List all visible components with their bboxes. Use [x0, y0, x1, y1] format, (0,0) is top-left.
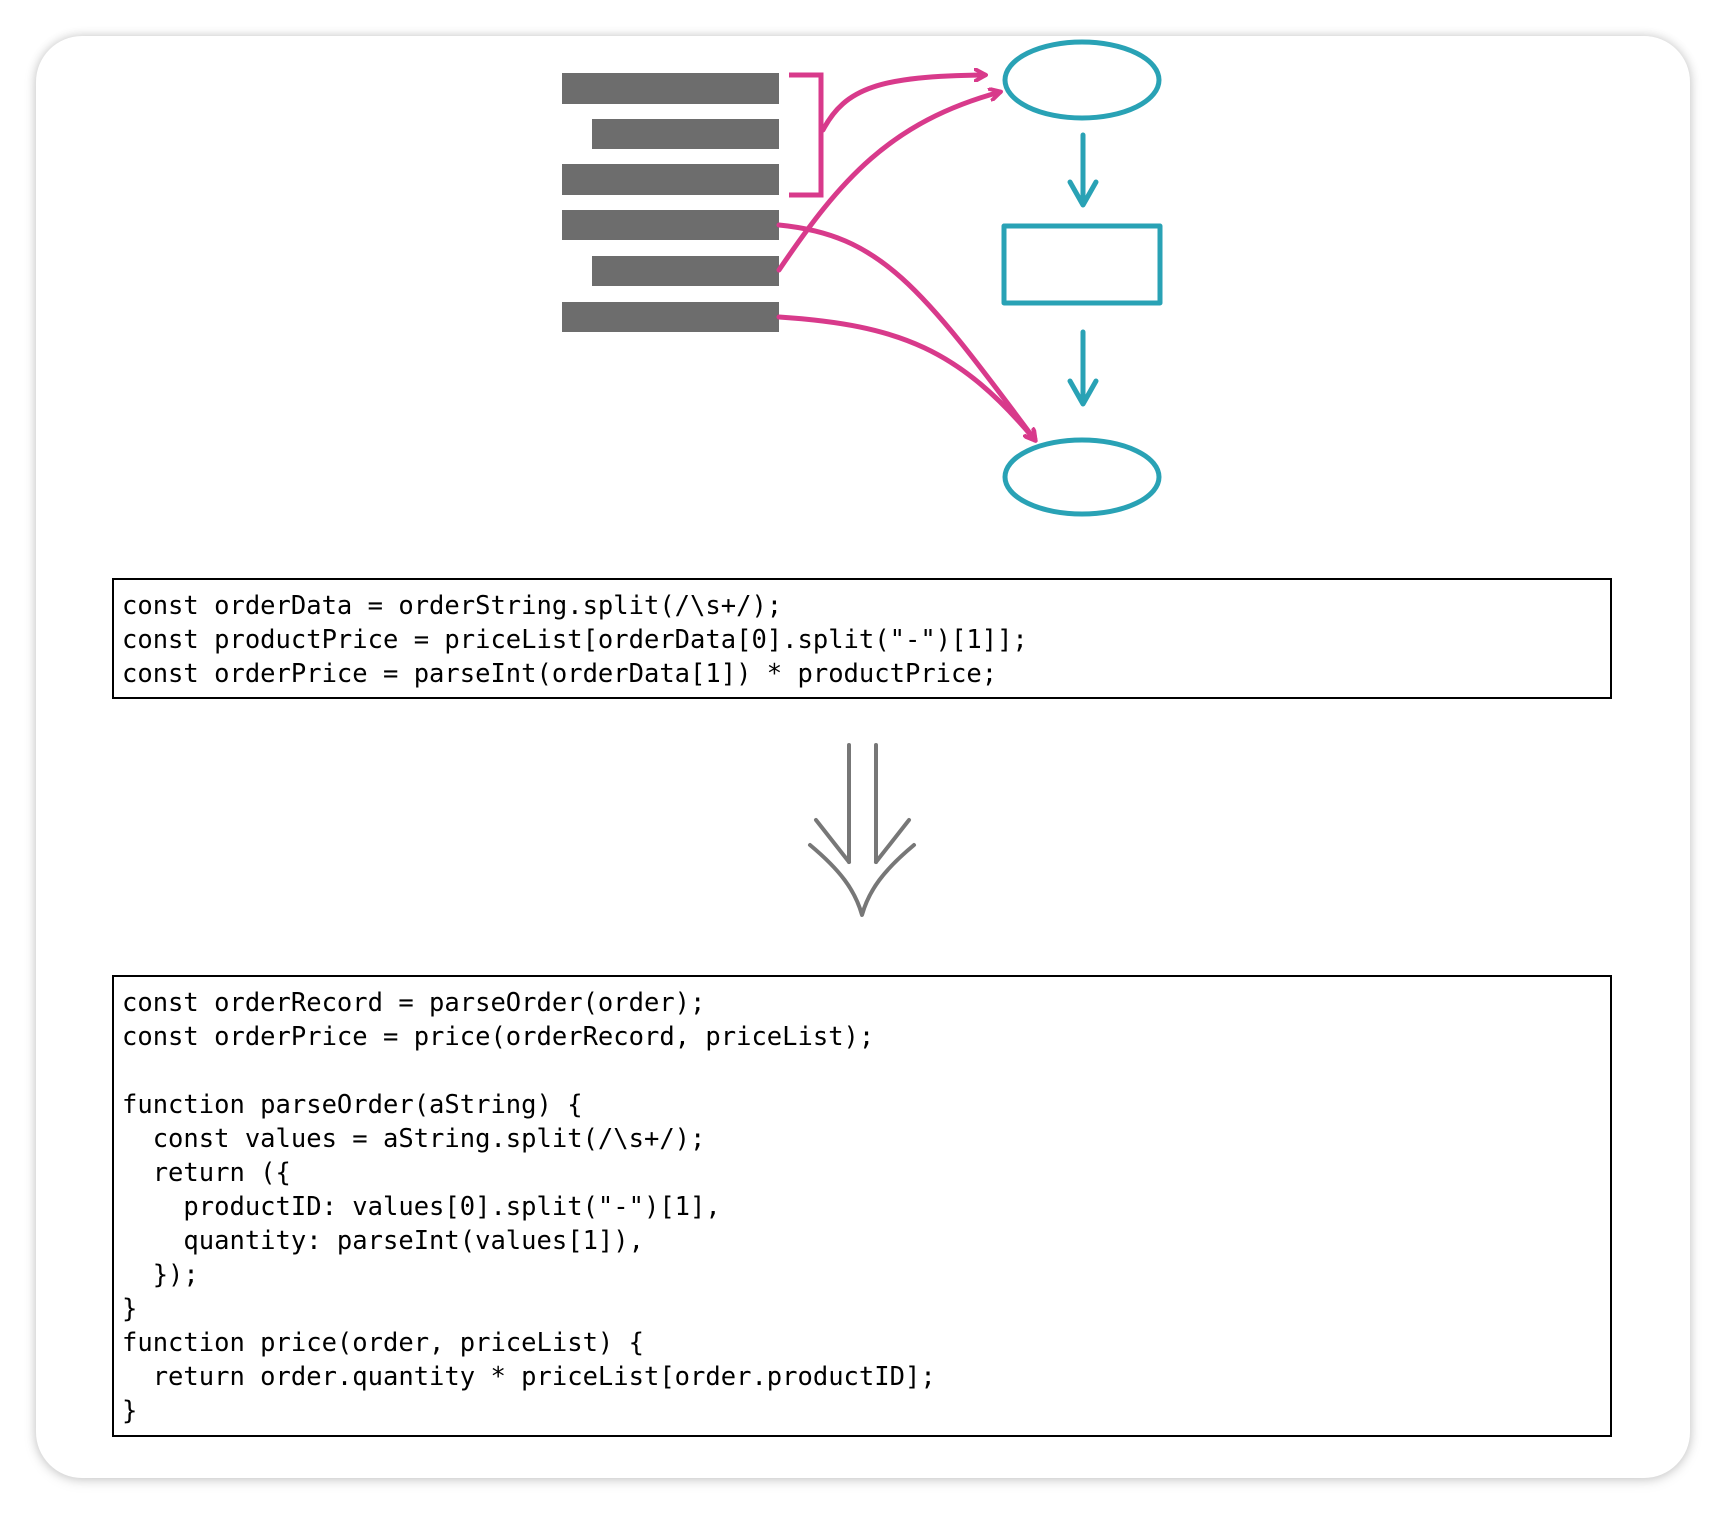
- arrow-bracket-to-top-ellipse: [820, 75, 985, 133]
- dependency-arrows: [776, 75, 1035, 440]
- middle-structure-rect: [1001, 223, 1163, 306]
- arrow-line4-to-bottom-ellipse: [776, 222, 1035, 440]
- code-line: return order.quantity * priceList[order.…: [122, 1362, 936, 1392]
- code-line: const productPrice = priceList[orderData…: [122, 625, 1028, 655]
- teal-arrow-head: [1067, 179, 1099, 208]
- code-line: productID: values[0].split("-")[1],: [122, 1192, 721, 1222]
- phase-flow: [1001, 39, 1163, 517]
- code-line-bar: [562, 164, 779, 195]
- code-line-bar: [592, 119, 779, 149]
- double-down-arrow-icon: [808, 743, 916, 917]
- code-line: function price(order, priceList) {: [122, 1328, 644, 1358]
- bottom-phase-ellipse: [1002, 437, 1162, 517]
- code-line: function parseOrder(aString) {: [122, 1090, 583, 1120]
- code-line: const orderPrice = price(orderRecord, pr…: [122, 1022, 875, 1052]
- code-line: quantity: parseInt(values[1]),: [122, 1226, 644, 1256]
- code-line: const orderPrice = parseInt(orderData[1]…: [122, 659, 998, 689]
- arrow-line6-to-bottom-ellipse: [776, 314, 1035, 440]
- code-line: }: [122, 1294, 138, 1324]
- code-line-bar: [562, 210, 779, 240]
- code-line-blank: [122, 1054, 1602, 1088]
- code-line: const orderRecord = parseOrder(order);: [122, 988, 706, 1018]
- code-line: });: [122, 1260, 199, 1290]
- code-after-refactoring: const orderRecord = parseOrder(order); co…: [112, 975, 1612, 1437]
- teal-arrow-head: [1067, 378, 1099, 407]
- code-line: return ({: [122, 1158, 291, 1188]
- code-line: const values = aString.split(/\s+/);: [122, 1124, 706, 1154]
- arrow-line5-to-top-ellipse: [776, 92, 1000, 273]
- code-line: const orderData = orderString.split(/\s+…: [122, 591, 783, 621]
- code-before-refactoring: const orderData = orderString.split(/\s+…: [112, 578, 1612, 699]
- code-line: }: [122, 1396, 138, 1426]
- group-bracket: [789, 72, 824, 198]
- top-phase-ellipse: [1002, 39, 1162, 121]
- code-line-bar: [562, 302, 779, 332]
- code-line-bar: [592, 256, 779, 286]
- code-line-bar: [562, 73, 779, 104]
- code-lines-block: [562, 73, 779, 332]
